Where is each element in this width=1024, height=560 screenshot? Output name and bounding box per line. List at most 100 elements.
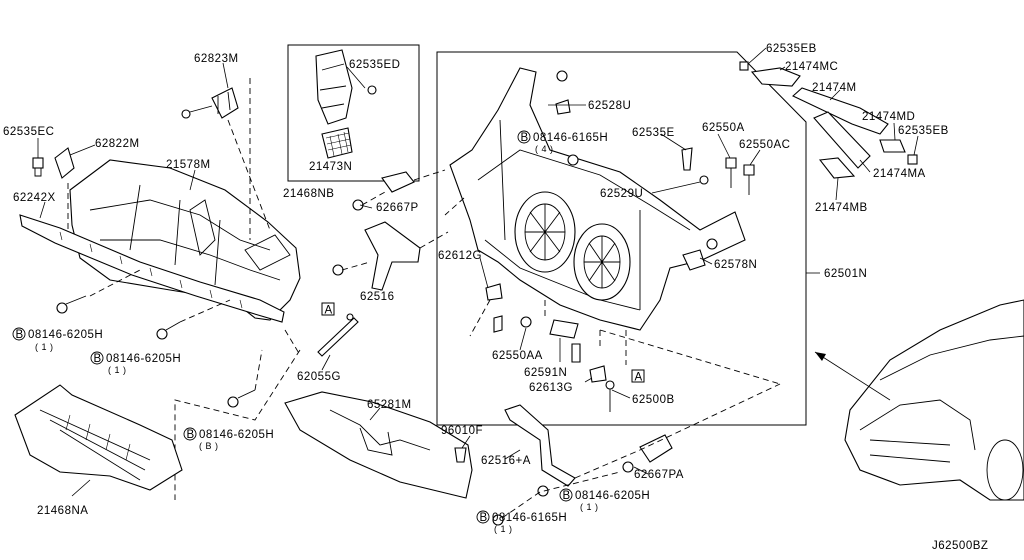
seal-21474M <box>792 87 889 135</box>
label-21473N: 21473N <box>309 161 352 173</box>
seal-21474MD <box>879 139 906 153</box>
circled-b-2: B <box>94 353 102 365</box>
label-62242X: 62242X <box>13 192 56 204</box>
label-62535EB: 62535EB <box>898 125 949 137</box>
bracket-62822M <box>54 147 75 179</box>
label-08146-6165H-6: 08146-6165H <box>533 132 608 144</box>
label-08146-6205H-1-qty: ( 1 ) <box>35 342 54 352</box>
bracket-62613G <box>589 365 607 383</box>
label-62613G: 62613G <box>529 382 573 394</box>
bracket-62667P <box>352 171 415 211</box>
label-62529U: 62529U <box>600 188 643 200</box>
label-62535ED: 62535ED <box>349 59 400 71</box>
bracket-62591N <box>549 319 581 363</box>
label-08146-6165H-5-qty: ( 1 ) <box>494 524 513 534</box>
label-62535EB-top: 62535EB <box>766 43 817 55</box>
bolt-08146-6165H-e <box>492 514 504 526</box>
label-08146-6205H-3: 08146-6205H <box>199 429 274 441</box>
label-62516A: 62516+A <box>481 455 531 467</box>
label-62535E: 62535E <box>632 127 675 139</box>
vehicle-locator-thumbnail <box>814 299 1024 501</box>
radiator-support-group-frame <box>436 51 807 426</box>
air-guide-21468NA <box>14 384 183 491</box>
bolt-62550AC <box>743 164 755 195</box>
clip-96010F <box>454 447 467 463</box>
inset-box-21468NB <box>287 44 420 182</box>
circled-b-1: B <box>16 329 24 341</box>
ref-marker-A-right: A <box>631 369 645 384</box>
bolt-08146-6205H-c <box>227 389 256 408</box>
label-08146-6205H-4-qty: ( 1 ) <box>580 502 599 512</box>
label-62516: 62516 <box>360 291 394 303</box>
label-62823M: 62823M <box>194 53 239 65</box>
label-62550AA: 62550AA <box>492 350 543 362</box>
label-21468NA: 21468NA <box>37 505 88 517</box>
ref-marker-A-left-label: A <box>325 305 333 317</box>
label-62591N: 62591N <box>524 367 567 379</box>
duct-21468NB <box>315 49 377 125</box>
label-21474MC: 21474MC <box>785 61 838 73</box>
label-21474MD: 21474MD <box>862 111 915 123</box>
bracket-62823M <box>181 87 239 119</box>
bracket-62667PA <box>622 434 673 473</box>
ref-marker-A-left: A <box>321 302 335 317</box>
seal-21474MA <box>813 111 871 169</box>
fan-left <box>514 191 576 273</box>
circled-b-symbols <box>12 130 573 524</box>
nut-62529U <box>699 175 709 185</box>
leader-lines <box>37 47 919 497</box>
label-62501N: 62501N <box>824 268 867 280</box>
clip-62535EC <box>32 157 44 177</box>
bolt-08146-6205H-a <box>56 295 87 314</box>
label-08146-6205H-2: 08146-6205H <box>106 353 181 365</box>
label-96010F: 96010F <box>441 425 483 437</box>
label-62500B: 62500B <box>632 394 675 406</box>
label-65281M: 65281M <box>367 399 412 411</box>
label-62535EC: 62535EC <box>3 126 54 138</box>
bolt-62500B <box>605 380 615 412</box>
circled-b-4: B <box>563 490 571 502</box>
label-21468NB: 21468NB <box>283 188 334 200</box>
bolt-62528U <box>555 70 571 115</box>
label-21474MB: 21474MB <box>815 202 868 214</box>
lower-cover-21578M <box>19 159 301 323</box>
plate-65281M <box>284 391 473 499</box>
label-62550A: 62550A <box>702 122 745 134</box>
seal-21474MB <box>818 157 856 179</box>
label-62528U: 62528U <box>588 100 631 112</box>
label-62667P: 62667P <box>376 202 419 214</box>
diagram-id: J62500BZ <box>932 540 988 552</box>
label-08146-6205H-1: 08146-6205H <box>28 329 103 341</box>
circled-b-6: B <box>521 132 529 144</box>
label-21474MA: 21474MA <box>873 168 926 180</box>
bolt-62550A <box>725 157 737 188</box>
label-62550AC: 62550AC <box>739 139 790 151</box>
label-08146-6165H-6-qty: ( 4 ) <box>535 144 554 154</box>
label-08146-6205H-3-qty: ( B ) <box>199 441 219 451</box>
ref-marker-A-right-label: A <box>635 372 643 384</box>
label-21474M: 21474M <box>812 82 857 94</box>
bolt-08146-6165H-f <box>567 154 579 166</box>
bolt-62550AA <box>520 316 532 328</box>
clip-62535EB-top <box>739 61 749 71</box>
label-62055G: 62055G <box>297 371 341 383</box>
bracket-62516A <box>504 404 576 487</box>
bolt-08146-6205H-b <box>156 321 181 340</box>
label-08146-6205H-4: 08146-6205H <box>575 490 650 502</box>
fan-right <box>573 223 631 301</box>
bracket-62612G <box>485 283 503 333</box>
label-21578M: 21578M <box>166 159 211 171</box>
bolt-08146-6205H-d <box>537 485 549 497</box>
clip-62535E <box>681 147 693 171</box>
clip-62535EB <box>907 154 918 165</box>
label-08146-6165H-5: 08146-6165H <box>492 512 567 524</box>
strut-62055G <box>317 313 359 357</box>
label-62667PA: 62667PA <box>634 469 684 481</box>
label-62822M: 62822M <box>95 138 140 150</box>
bracket-62578N <box>682 238 718 271</box>
circled-b-5: B <box>480 512 488 524</box>
label-08146-6205H-2-qty: ( 1 ) <box>108 365 127 375</box>
seal-21474MC <box>750 67 801 87</box>
label-62612G: 62612G <box>438 250 482 262</box>
